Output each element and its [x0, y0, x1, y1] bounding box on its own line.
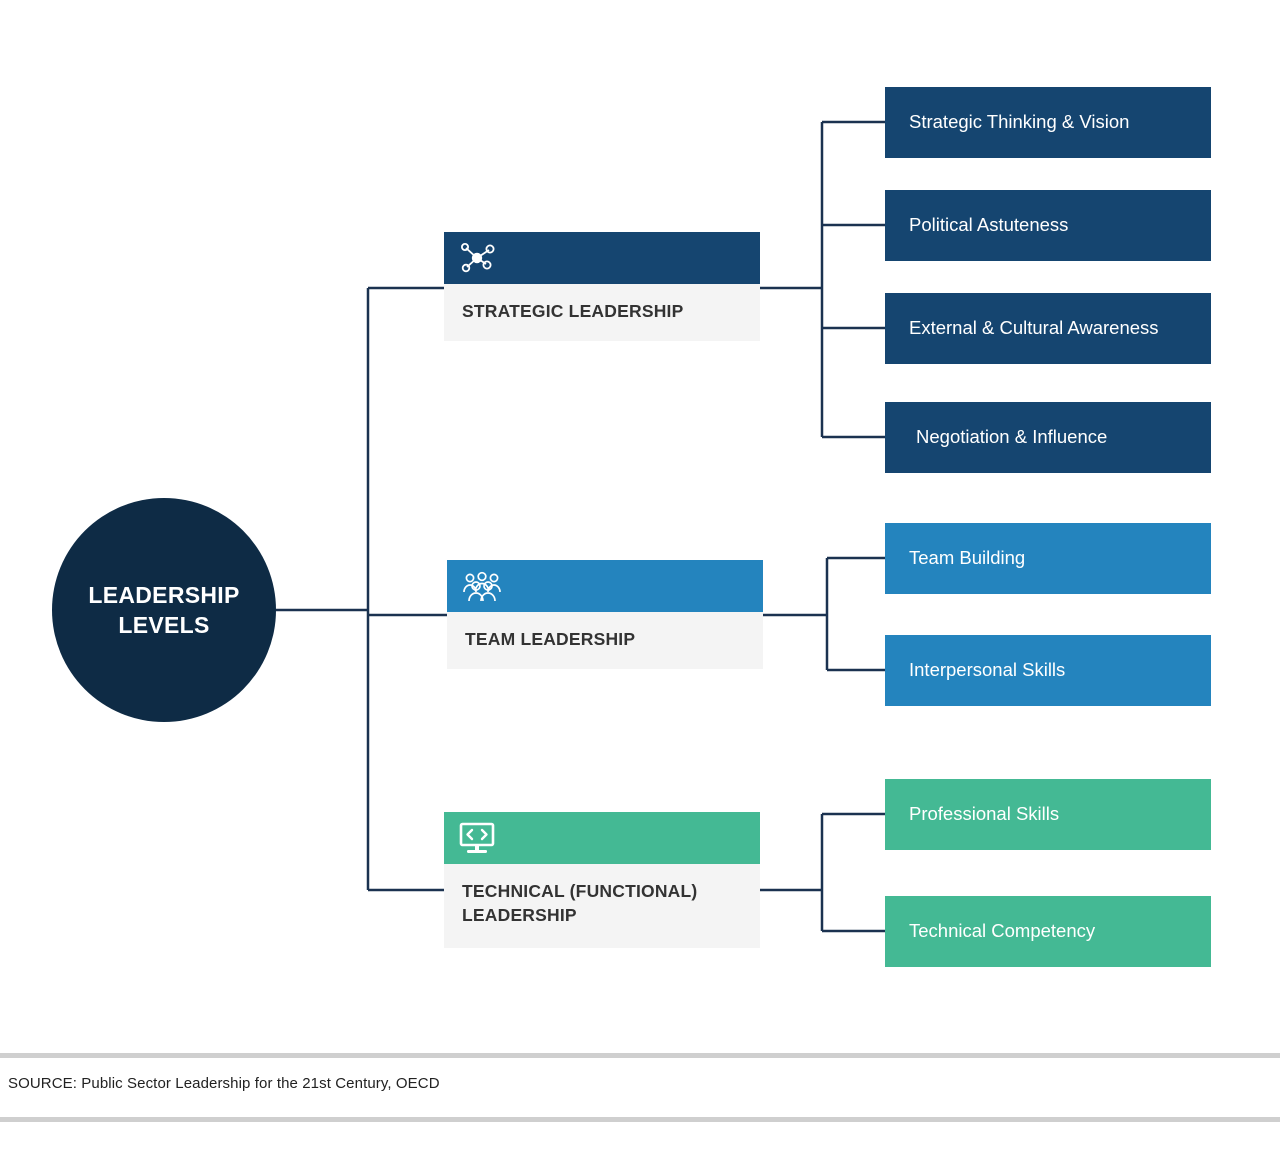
- leaf-box-technical-competency[interactable]: Technical Competency: [885, 896, 1211, 967]
- category-label-team: TEAM LEADERSHIP: [465, 629, 636, 649]
- leaf-box-negotiation-influence[interactable]: Negotiation & Influence: [885, 402, 1211, 473]
- category-node-strategic-leadership[interactable]: STRATEGIC LEADERSHIP: [444, 232, 760, 341]
- category-icon-strip-technical: [444, 812, 760, 864]
- leaf-label: Strategic Thinking & Vision: [909, 111, 1130, 133]
- footer-divider-top: [0, 1053, 1280, 1058]
- leaf-box-team-building[interactable]: Team Building: [885, 523, 1211, 594]
- category-icon-strip-strategic: [444, 232, 760, 284]
- category-icon-strip-team: [447, 560, 763, 612]
- root-node-leadership-levels[interactable]: LEADERSHIP LEVELS: [52, 498, 276, 722]
- leaf-box-interpersonal-skills[interactable]: Interpersonal Skills: [885, 635, 1211, 706]
- category-node-team-leadership[interactable]: TEAM LEADERSHIP: [447, 560, 763, 669]
- category-label-strategic: STRATEGIC LEADERSHIP: [462, 301, 684, 321]
- category-label-panel-strategic: STRATEGIC LEADERSHIP: [444, 284, 760, 341]
- leaf-label: Team Building: [909, 547, 1026, 569]
- footer: SOURCE: Public Sector Leadership for the…: [0, 1045, 1280, 1170]
- network-nodes-icon: [461, 243, 495, 273]
- leaf-label: Political Astuteness: [909, 214, 1069, 236]
- diagram-canvas: LEADERSHIP LEVELS STRATEGIC LEADERSHIP: [52, 87, 1211, 967]
- category-label-technical: TECHNICAL (FUNCTIONAL) LEADERSHIP: [462, 881, 698, 925]
- category-label-panel-technical: TECHNICAL (FUNCTIONAL) LEADERSHIP: [444, 864, 760, 948]
- leaf-label: Technical Competency: [909, 920, 1096, 942]
- root-node-label: LEADERSHIP LEVELS: [88, 581, 240, 638]
- leaf-box-political-astuteness[interactable]: Political Astuteness: [885, 190, 1211, 261]
- category-label-panel-team: TEAM LEADERSHIP: [447, 612, 763, 669]
- leaf-label: External & Cultural Awareness: [909, 317, 1159, 339]
- leaf-label: Professional Skills: [909, 803, 1060, 825]
- leaf-label: Interpersonal Skills: [909, 659, 1066, 681]
- leaf-label: Negotiation & Influence: [916, 426, 1108, 448]
- people-group-icon: [463, 571, 501, 602]
- leaf-box-professional-skills[interactable]: Professional Skills: [885, 779, 1211, 850]
- source-citation: SOURCE: Public Sector Leadership for the…: [8, 1075, 440, 1092]
- monitor-code-icon: [459, 822, 495, 853]
- footer-divider-bottom: [0, 1117, 1280, 1122]
- leaf-box-external-cultural-awareness[interactable]: External & Cultural Awareness: [885, 293, 1211, 364]
- category-node-technical-leadership[interactable]: TECHNICAL (FUNCTIONAL) LEADERSHIP: [444, 812, 760, 948]
- leaf-box-strategic-thinking-vision[interactable]: Strategic Thinking & Vision: [885, 87, 1211, 158]
